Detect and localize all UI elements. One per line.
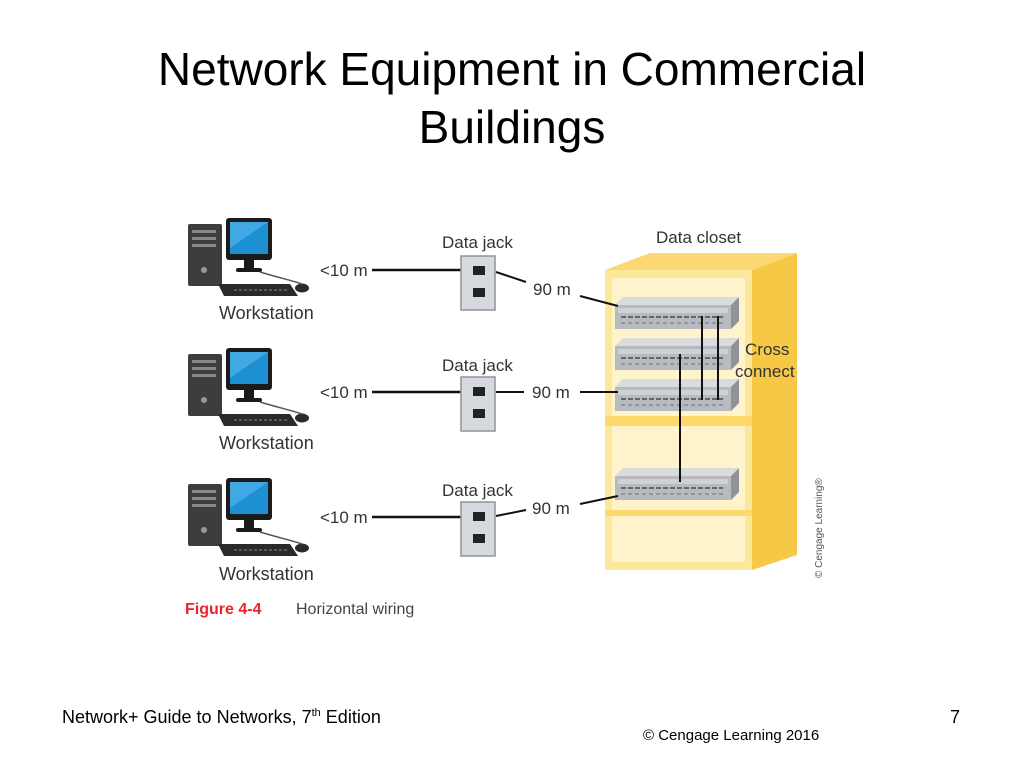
slide-title: Network Equipment in Commercial Building… xyxy=(0,40,1024,156)
cable-segment xyxy=(495,271,527,283)
footer-book-prefix: Network+ Guide to Networks, 7 xyxy=(62,707,312,727)
workstation-3: Workstation xyxy=(187,477,314,584)
workstation-label: Workstation xyxy=(219,433,314,453)
workstation-label: Workstation xyxy=(219,303,314,323)
footer-book-title: Network+ Guide to Networks, 7th Edition xyxy=(62,707,381,728)
footer-book-suffix: Edition xyxy=(320,707,381,727)
slide-title-line-1: Network Equipment in Commercial xyxy=(157,43,867,95)
horizontal-cables: 90 m 90 m 90 m xyxy=(495,271,619,518)
slide-title-line-2: Buildings xyxy=(418,101,606,153)
computer-icon xyxy=(187,477,310,557)
cross-connect-cables xyxy=(679,316,719,482)
computer-icon xyxy=(187,217,310,297)
patch-panel-4 xyxy=(614,467,740,501)
figure-credit: © Cengage Learning® xyxy=(814,478,825,578)
cross-connect-label-line-2: connect xyxy=(735,362,795,381)
data-closet-label: Data closet xyxy=(656,228,741,247)
cross-connect-label-line-1: Cross xyxy=(745,340,789,359)
figure-number: Figure 4-4 xyxy=(185,601,262,618)
cable-segment xyxy=(495,509,527,517)
cable-length-label: <10 m xyxy=(320,383,368,402)
data-jack-label: Data jack xyxy=(442,233,513,252)
figure-caption: Figure 4-4 Horizontal wiring xyxy=(185,601,414,618)
workstation-2: Workstation xyxy=(187,347,314,453)
data-jack-2: Data jack xyxy=(442,356,513,432)
patch-panel-1 xyxy=(614,296,740,330)
workstation-cables: <10 m <10 m <10 m xyxy=(320,261,468,527)
figure-caption-text: Horizontal wiring xyxy=(296,601,414,618)
workstation-label: Workstation xyxy=(219,564,314,584)
wall-jack-icon xyxy=(460,501,496,557)
patch-panel-2 xyxy=(614,337,740,371)
wall-jack-icon xyxy=(460,255,496,311)
cable-length-label: 90 m xyxy=(533,280,571,299)
data-jack-label: Data jack xyxy=(442,356,513,375)
footer-book-superscript: th xyxy=(311,707,321,719)
cable-length-label: <10 m xyxy=(320,508,368,527)
cable-segment xyxy=(579,295,619,307)
wall-jack-icon xyxy=(460,376,496,432)
computer-icon xyxy=(187,347,310,427)
page-number: 7 xyxy=(950,707,961,727)
data-jack-3: Data jack xyxy=(442,481,513,557)
cable-segment xyxy=(579,495,619,505)
data-jack-1: Data jack xyxy=(442,233,513,311)
data-jack-label: Data jack xyxy=(442,481,513,500)
patch-panel-3 xyxy=(614,378,740,412)
cable-length-label: 90 m xyxy=(532,499,570,518)
footer-copyright: © Cengage Learning 2016 xyxy=(643,727,820,744)
cable-length-label: 90 m xyxy=(532,383,570,402)
workstation-1: Workstation xyxy=(187,217,314,323)
cable-length-label: <10 m xyxy=(320,261,368,280)
